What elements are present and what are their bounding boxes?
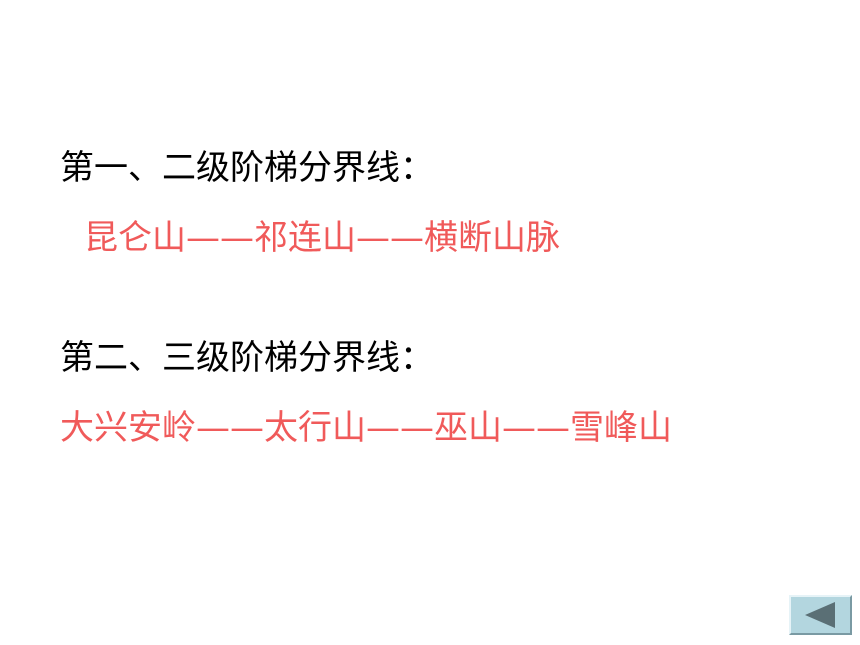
boundary-1-heading: 第一、二级阶梯分界线：	[60, 148, 434, 188]
back-button[interactable]	[789, 595, 852, 635]
boundary-2-route: 大兴安岭——太行山——巫山——雪峰山	[60, 408, 672, 448]
boundary-2-heading: 第二、三级阶梯分界线：	[60, 338, 434, 378]
boundary-1-route: 昆仑山——祁连山——横断山脉	[84, 218, 560, 258]
triangle-left-icon	[805, 602, 835, 628]
